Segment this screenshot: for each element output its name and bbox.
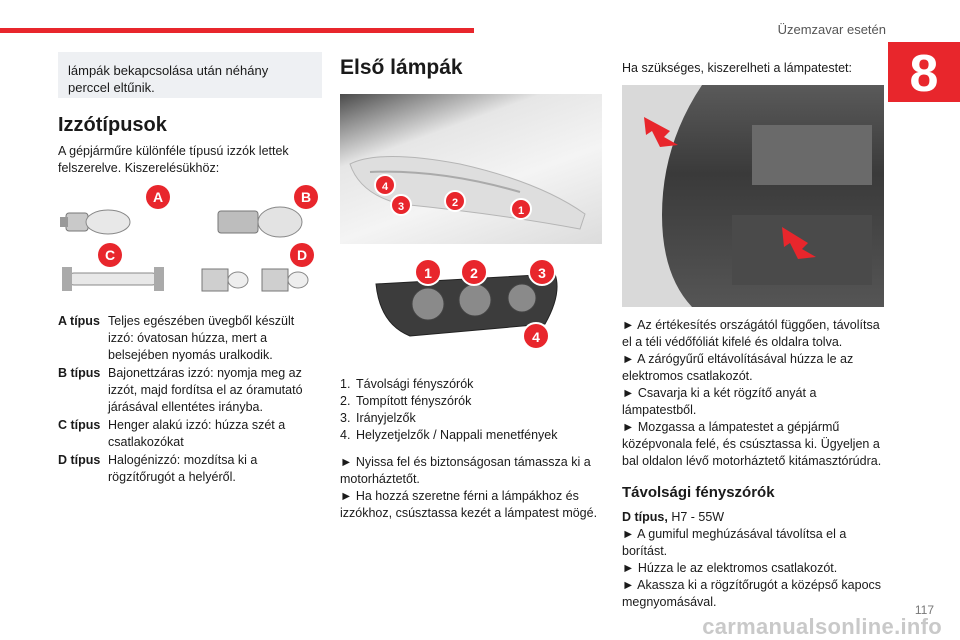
lamp-unit-rear-illustration: 1 2 3 4 bbox=[340, 254, 602, 364]
photo-badge-2: 2 bbox=[444, 190, 466, 212]
list-item: 2.Tompított fényszórók bbox=[340, 394, 472, 408]
lamp-unit-shape bbox=[375, 273, 558, 337]
instruction-bullet: ► Akassza ki a rögzítőrugót a középső ka… bbox=[622, 578, 882, 609]
front-lamps-heading: Első lámpák bbox=[340, 56, 463, 79]
section-title: Üzemzavar esetén bbox=[777, 22, 886, 37]
bulb-spec: D típus, H7 - 55W bbox=[622, 510, 725, 524]
badge-a: A bbox=[146, 185, 170, 209]
instruction-bullet: ► A gumiful meghúzásával távolítsa el a … bbox=[622, 527, 847, 558]
bulb-a-illustration bbox=[60, 209, 131, 235]
badge-d: D bbox=[290, 243, 314, 267]
unit-badge-2: 2 bbox=[460, 258, 488, 286]
unit-badge-1: 1 bbox=[414, 258, 442, 286]
column-bulb-types: lámpák bekapcsolása után néhány perccel … bbox=[58, 52, 322, 487]
bulb-types-illustration: A B C D bbox=[58, 185, 322, 305]
arrow-icon bbox=[782, 227, 816, 259]
instruction-bullet: ► Nyissa fel és biztonságosan támassza k… bbox=[340, 455, 591, 486]
chapter-number: 8 bbox=[909, 45, 939, 103]
arrow-icon bbox=[644, 117, 678, 147]
chapter-tab: 8 bbox=[888, 42, 960, 103]
headlamp-shape bbox=[349, 156, 586, 230]
instruction-bullet: ► Mozgassa a lámpatestet a gépjármű közé… bbox=[622, 420, 882, 468]
unit-badge-4: 4 bbox=[522, 322, 550, 350]
high-beam-heading: Távolsági fényszórók bbox=[622, 484, 775, 501]
engine-bay-photo bbox=[622, 85, 884, 307]
instruction-bullet: ► Az értékesítés országától függően, táv… bbox=[622, 318, 880, 349]
header-accent-bar bbox=[0, 28, 474, 33]
headlamp-photo: 4 3 2 1 bbox=[340, 94, 602, 244]
instruction-bullet: ► A zárógyűrű eltávolításával húzza le a… bbox=[622, 352, 854, 383]
instruction-bullet: ► Csavarja ki a két rögzítő anyát a lámp… bbox=[622, 386, 817, 417]
list-item: 4.Helyzetjelzők / Nappali menetfények bbox=[340, 428, 558, 442]
unit-badge-3: 3 bbox=[528, 258, 556, 286]
list-item: 3.Irányjelzők bbox=[340, 411, 416, 425]
watermark: carmanualsonline.info bbox=[702, 614, 942, 639]
photo-badge-3: 3 bbox=[390, 194, 412, 216]
instruction-bullet: ► Ha hozzá szeretne férni a lámpákhoz és… bbox=[340, 489, 598, 520]
column-front-lamps: Első lámpák 4 3 2 1 1 2 3 4 1.Távolsági … bbox=[340, 52, 602, 522]
page-number: 117 bbox=[914, 603, 934, 617]
instruction-bullet: ► Húzza le az elektromos csatlakozót. bbox=[622, 561, 838, 575]
engine-bay-shape bbox=[622, 85, 872, 307]
lamp-legend-list: 1.Távolsági fényszórók 2.Tompított fénys… bbox=[340, 376, 602, 444]
column-removal: Ha szükséges, kiszerelheti a lámpatestet… bbox=[622, 52, 884, 611]
bulb-b-illustration bbox=[217, 206, 303, 238]
note-box: lámpák bekapcsolása után néhány perccel … bbox=[58, 52, 322, 98]
bulb-types-intro: A gépjárműre különféle típusú izzók lett… bbox=[58, 144, 289, 175]
removal-intro: Ha szükséges, kiszerelheti a lámpatestet… bbox=[622, 61, 852, 75]
bulb-c-illustration bbox=[62, 267, 164, 291]
badge-c: C bbox=[98, 243, 122, 267]
list-item: 1.Távolsági fényszórók bbox=[340, 377, 474, 391]
badge-b: B bbox=[294, 185, 318, 209]
photo-badge-4: 4 bbox=[374, 174, 396, 196]
bulb-types-heading: Izzótípusok bbox=[58, 114, 167, 136]
bulb-d-illustration bbox=[201, 268, 309, 292]
photo-badge-1: 1 bbox=[510, 198, 532, 220]
